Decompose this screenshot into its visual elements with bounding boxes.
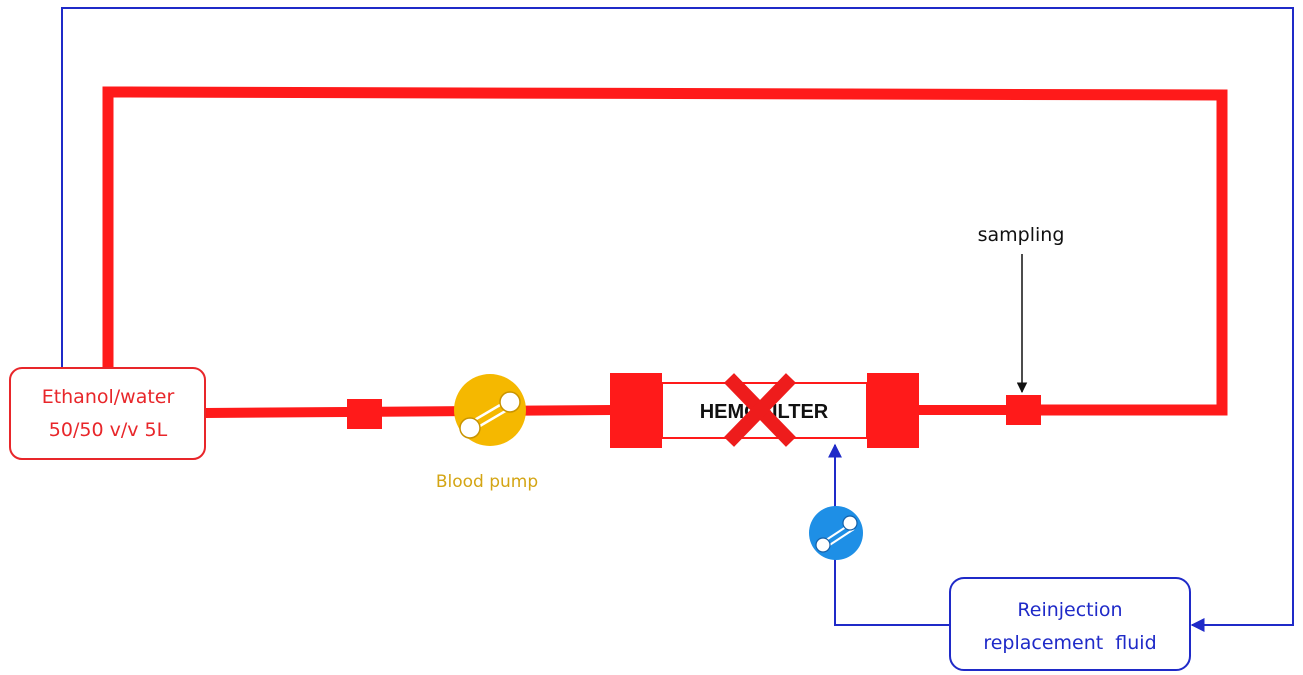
reinjection-pump-icon: [809, 506, 863, 560]
blood-pump-icon: [454, 374, 526, 446]
reservoir-box: [9, 367, 206, 460]
hemofilter-outlet-cap: [867, 373, 919, 448]
blood-pump: Blood pump: [436, 374, 538, 492]
hemofilter-inlet-cap: [610, 373, 662, 448]
inlet-connector: [347, 399, 382, 429]
replacement-label-line2: replacement fluid: [983, 632, 1156, 654]
blood-line-inlet: [204, 405, 613, 418]
reservoir-label-line1: Ethanol/water: [42, 386, 175, 408]
replacement-fluid-box: [949, 577, 1191, 671]
sampling-port: [1006, 395, 1041, 425]
reservoir-label-line2: 50/50 v/v 5L: [49, 419, 168, 441]
hemofilter: HEMOFILTER: [610, 373, 919, 448]
reservoir: Ethanol/water 50/50 v/v 5L: [9, 367, 206, 460]
blood-pump-label: Blood pump: [436, 472, 538, 492]
fluid-return-line: [61, 7, 1294, 632]
blood-recirculation-line: [102, 86, 1228, 416]
replacement-fluid: Reinjection replacement fluid: [949, 577, 1191, 671]
replacement-label-line1: Reinjection: [1017, 599, 1122, 621]
x-mark-icon: [723, 373, 797, 447]
reinjection-line: [828, 443, 950, 626]
sampling-label: sampling: [978, 224, 1065, 246]
